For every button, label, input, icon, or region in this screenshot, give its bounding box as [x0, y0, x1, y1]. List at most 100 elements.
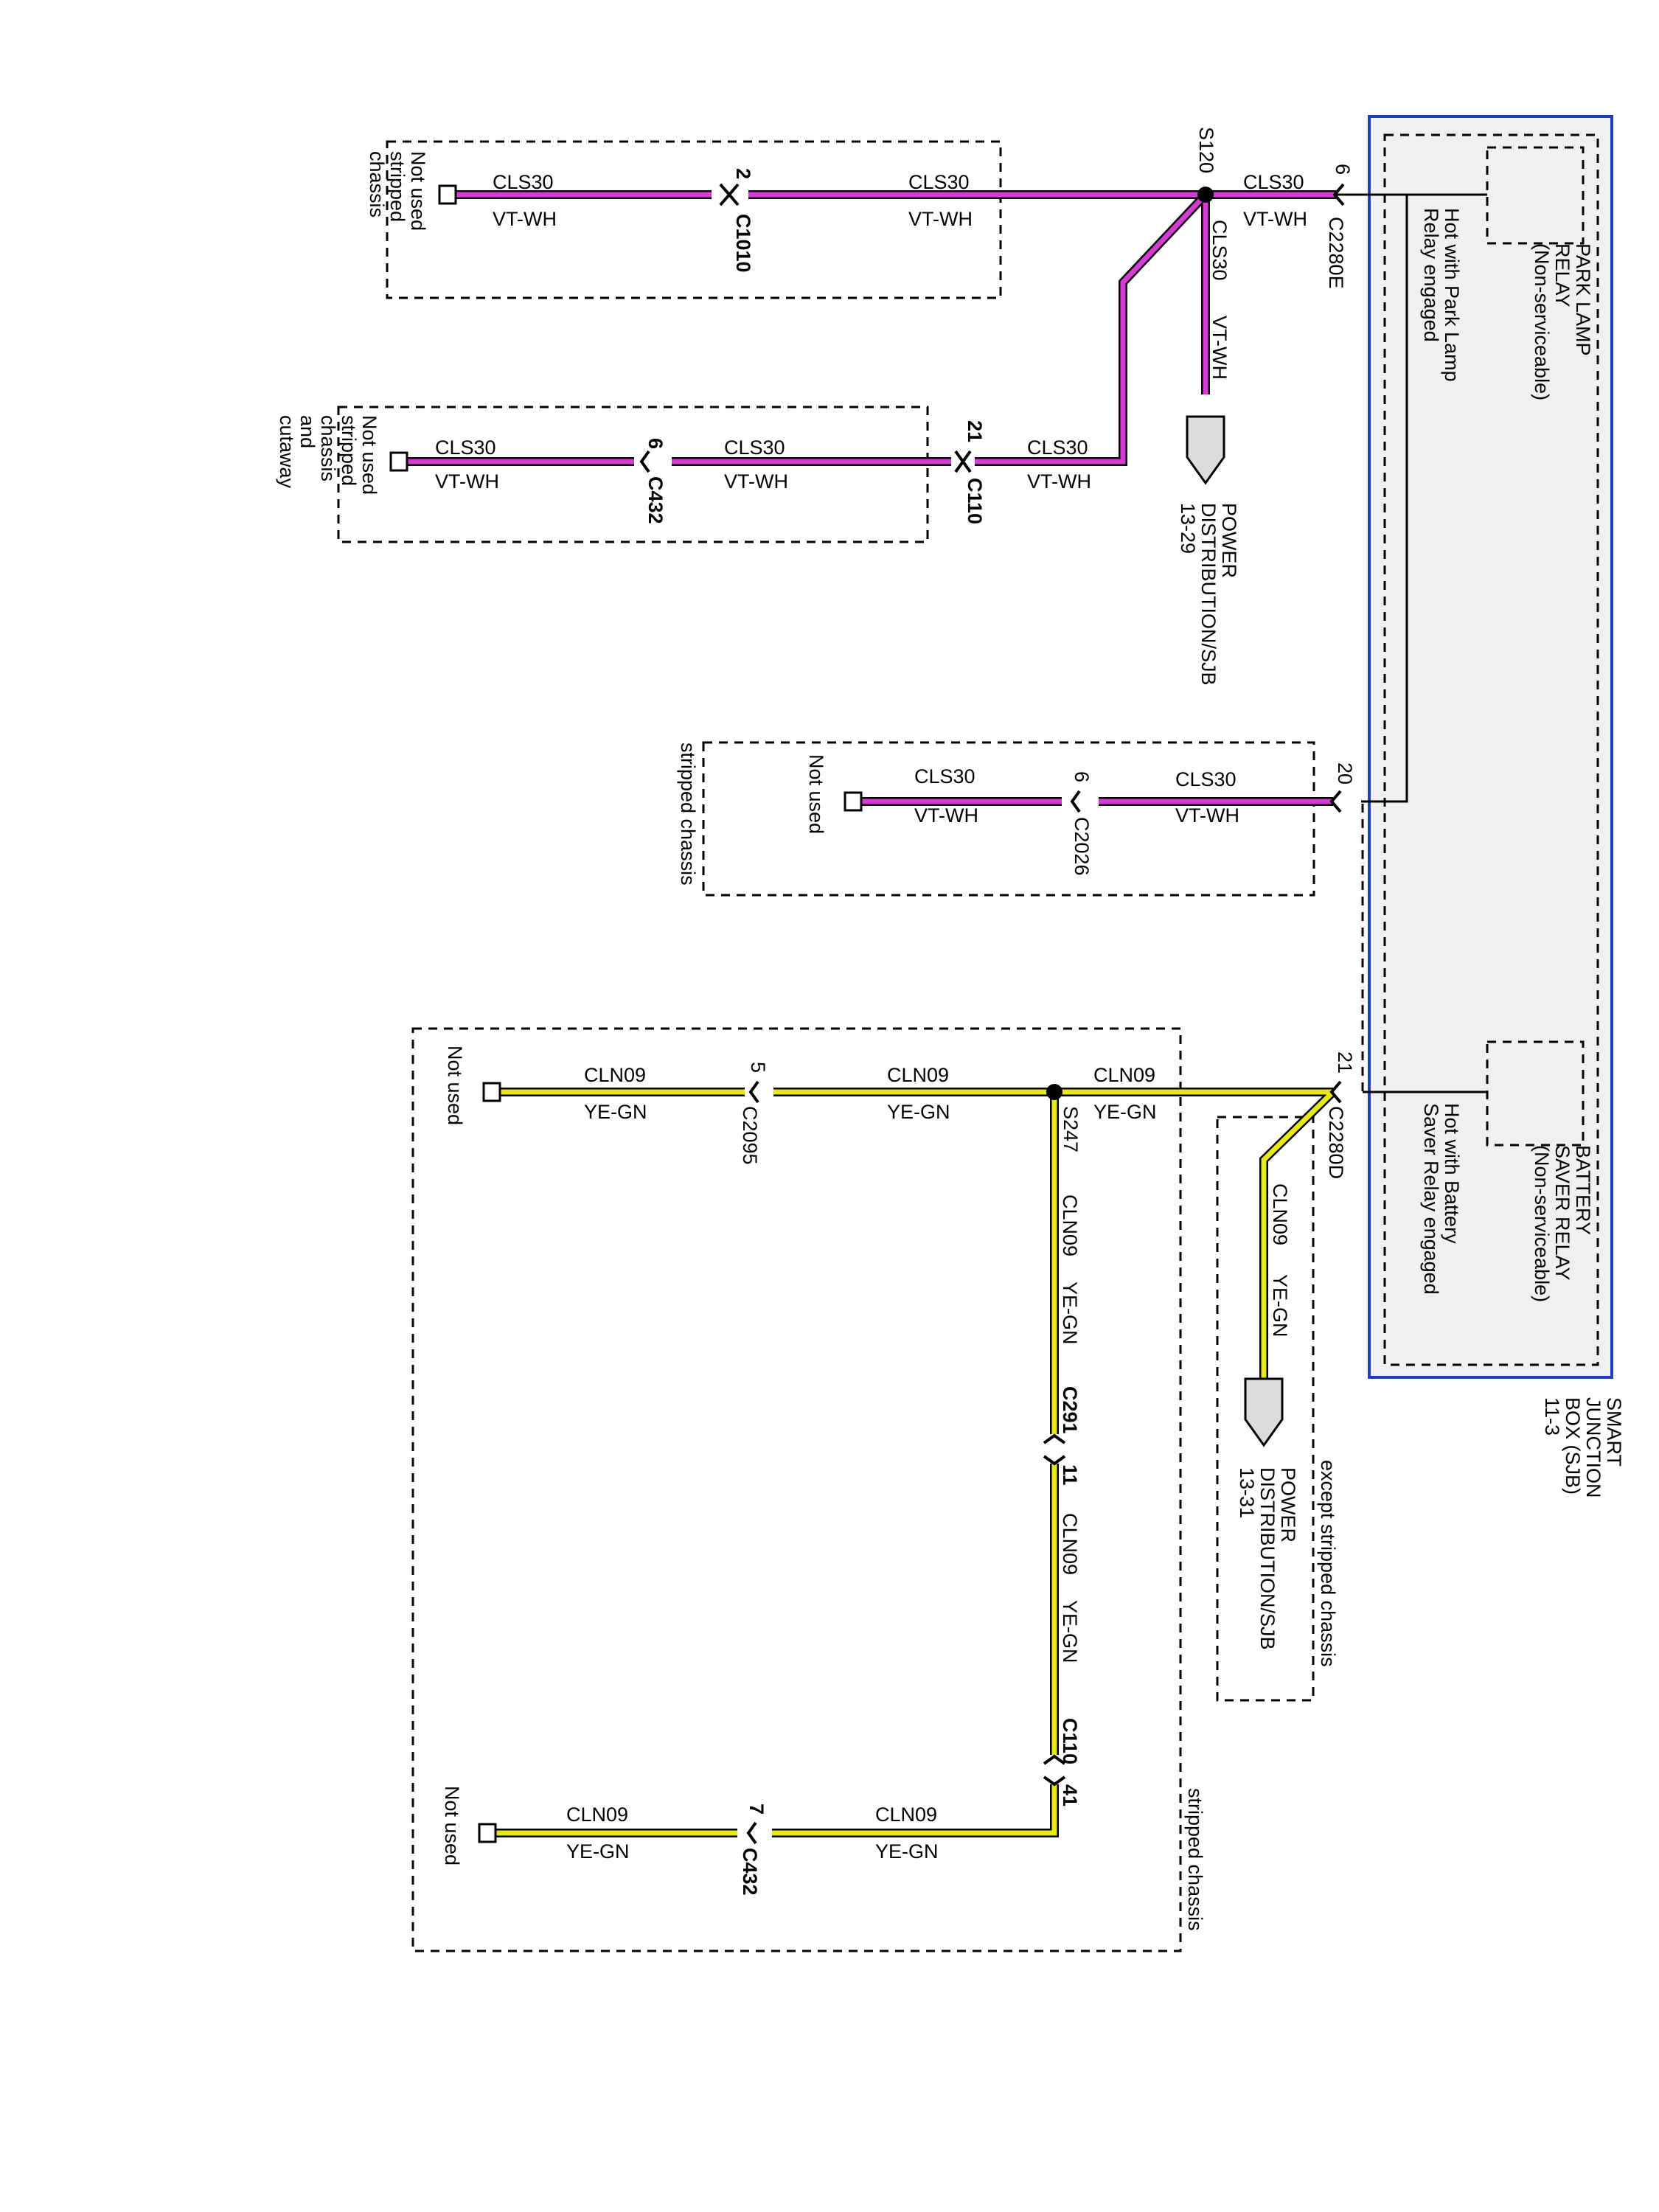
not-used-note: and — [296, 415, 319, 448]
battery-relay-label: SAVER RELAY — [1551, 1145, 1573, 1281]
splice-s120 — [1197, 187, 1214, 203]
connector-c2026: C2026 — [1071, 817, 1093, 876]
splice-label-s247: S247 — [1060, 1106, 1082, 1152]
park-relay-label: PARK LAMP — [1572, 243, 1594, 356]
wire-color-label: VT-WH — [1175, 804, 1239, 827]
wire-circuit-label: CLN09 — [1269, 1183, 1291, 1245]
connector-pin: 20 — [1334, 762, 1356, 785]
wire-color-label: YE-GN — [1269, 1274, 1291, 1338]
power-distribution-label: DISTRIBUTION/SJB — [1197, 503, 1220, 686]
power-distribution-label: DISTRIBUTION/SJB — [1256, 1467, 1279, 1650]
wire-circuit-label: CLN09 — [1093, 1064, 1155, 1086]
wire-circuit-label: CLN09 — [1059, 1194, 1081, 1256]
wire-color-label: VT-WH — [914, 804, 978, 827]
option-box-stripped — [411, 1027, 1182, 1952]
park-relay-note: Relay engaged — [1420, 208, 1442, 342]
sjb-page-ref: 11-3 — [1541, 1397, 1563, 1436]
wire-color-label: YE-GN — [584, 1101, 647, 1123]
pin20-internal-wire — [1361, 195, 1408, 803]
power-distribution-label: POWER — [1277, 1467, 1299, 1543]
ye-gn-wires — [493, 1088, 1337, 1837]
power-distribution-label: 13-31 — [1236, 1467, 1258, 1518]
connector-c1010: C1010 — [732, 214, 754, 273]
battery-relay-label: (Non-serviceable) — [1531, 1145, 1553, 1302]
connector-pin: 21 — [964, 420, 986, 442]
connector-pin: 6 — [1332, 164, 1354, 175]
power-distribution-arrow — [1244, 1377, 1284, 1447]
connector-symbols — [639, 183, 1345, 1845]
wire-color-label: YE-GN — [1059, 1600, 1081, 1663]
terminal-end — [482, 1082, 501, 1102]
wire-color-label: YE-GN — [887, 1101, 950, 1123]
option-box-c2026 — [702, 741, 1315, 897]
wire-color-label: VT-WH — [1208, 316, 1231, 380]
not-used-note: Not used — [441, 1786, 463, 1865]
connector-pin: 5 — [747, 1062, 769, 1073]
wire-color-label: YE-GN — [1059, 1281, 1081, 1345]
wire-circuit-label: CLS30 — [1208, 220, 1231, 281]
sjb-inner-boundary — [1383, 133, 1599, 1366]
wire-circuit-label: CLS30 — [1175, 768, 1237, 790]
wire-circuit-label: CLS30 — [914, 765, 975, 787]
wire-circuit-label: CLS30 — [908, 171, 970, 193]
not-used-note: Not used — [805, 754, 827, 834]
wire-color-label: VT-WH — [1027, 470, 1091, 493]
connector-pin: 6 — [644, 438, 667, 449]
battery-saver-relay — [1486, 1040, 1585, 1147]
battery-relay-label: BATTERY — [1572, 1145, 1594, 1235]
wire-color-label: VT-WH — [435, 470, 499, 493]
not-used-note: chassis — [366, 151, 388, 218]
connector-pin: 21 — [1334, 1051, 1356, 1074]
option-box-c110 — [337, 406, 929, 543]
park-relay-label: (Non-serviceable) — [1531, 243, 1553, 400]
connector-pin: 41 — [1059, 1784, 1081, 1806]
connector-c432: C432 — [739, 1848, 761, 1896]
battery-relay-note: Saver Relay engaged — [1420, 1103, 1442, 1295]
wire-color-label: YE-GN — [1093, 1101, 1157, 1123]
vt-wh-wires — [404, 190, 1336, 806]
wire-circuit-label: CLN09 — [584, 1064, 646, 1086]
wire-circuit-label: CLS30 — [724, 437, 785, 459]
splice-label-s120: S120 — [1195, 127, 1217, 173]
connector-c2280d: C2280D — [1325, 1106, 1347, 1179]
connector-pin: 2 — [732, 168, 754, 179]
battery-relay-note: Hot with Battery — [1441, 1103, 1463, 1244]
wire-circuit-label: CLN09 — [566, 1804, 628, 1826]
wire-color-label: YE-GN — [875, 1840, 939, 1863]
option-note: stripped chassis — [677, 742, 699, 886]
terminal-end — [478, 1823, 497, 1843]
terminal-end — [438, 184, 457, 205]
option-box-except-stripped — [1216, 1116, 1315, 1702]
connector-c2095: C2095 — [739, 1106, 761, 1165]
wire-circuit-label: CLN09 — [875, 1804, 937, 1826]
sjb-box — [1368, 115, 1613, 1379]
not-used-note: Not used — [407, 151, 429, 231]
connector-pin: 6 — [1071, 771, 1093, 782]
connector-c291: C291 — [1059, 1386, 1081, 1434]
connector-pin: 7 — [745, 1804, 768, 1815]
wire-color-label: VT-WH — [908, 208, 973, 230]
sjb-title: JUNCTION — [1582, 1397, 1604, 1498]
not-used-note: cutaway — [276, 415, 298, 489]
connector-c110: C110 — [1059, 1718, 1081, 1764]
sjb-title: BOX (SJB) — [1562, 1397, 1584, 1495]
option-note: stripped chassis — [1184, 1788, 1206, 1931]
wire-circuit-label: CLS30 — [435, 437, 496, 459]
wire-color-label: VT-WH — [493, 208, 557, 230]
splice-s247 — [1046, 1084, 1062, 1100]
connector-c432: C432 — [644, 476, 667, 524]
power-distribution-label: 13-29 — [1177, 503, 1199, 554]
not-used-note: Not used — [358, 415, 380, 495]
park-lamp-relay — [1486, 146, 1585, 245]
wire-color-label: VT-WH — [1243, 208, 1307, 230]
sjb-title: SMART — [1603, 1397, 1625, 1467]
wire-circuit-label: CLS30 — [1243, 171, 1304, 193]
power-distribution-arrow — [1186, 415, 1225, 485]
option-note: except stripped chassis — [1317, 1460, 1339, 1667]
not-used-note: stripped — [386, 151, 408, 222]
not-used-note: Not used — [444, 1046, 466, 1125]
terminal-end — [844, 791, 863, 812]
not-used-note: chassis — [317, 415, 339, 481]
terminal-end — [389, 451, 408, 472]
